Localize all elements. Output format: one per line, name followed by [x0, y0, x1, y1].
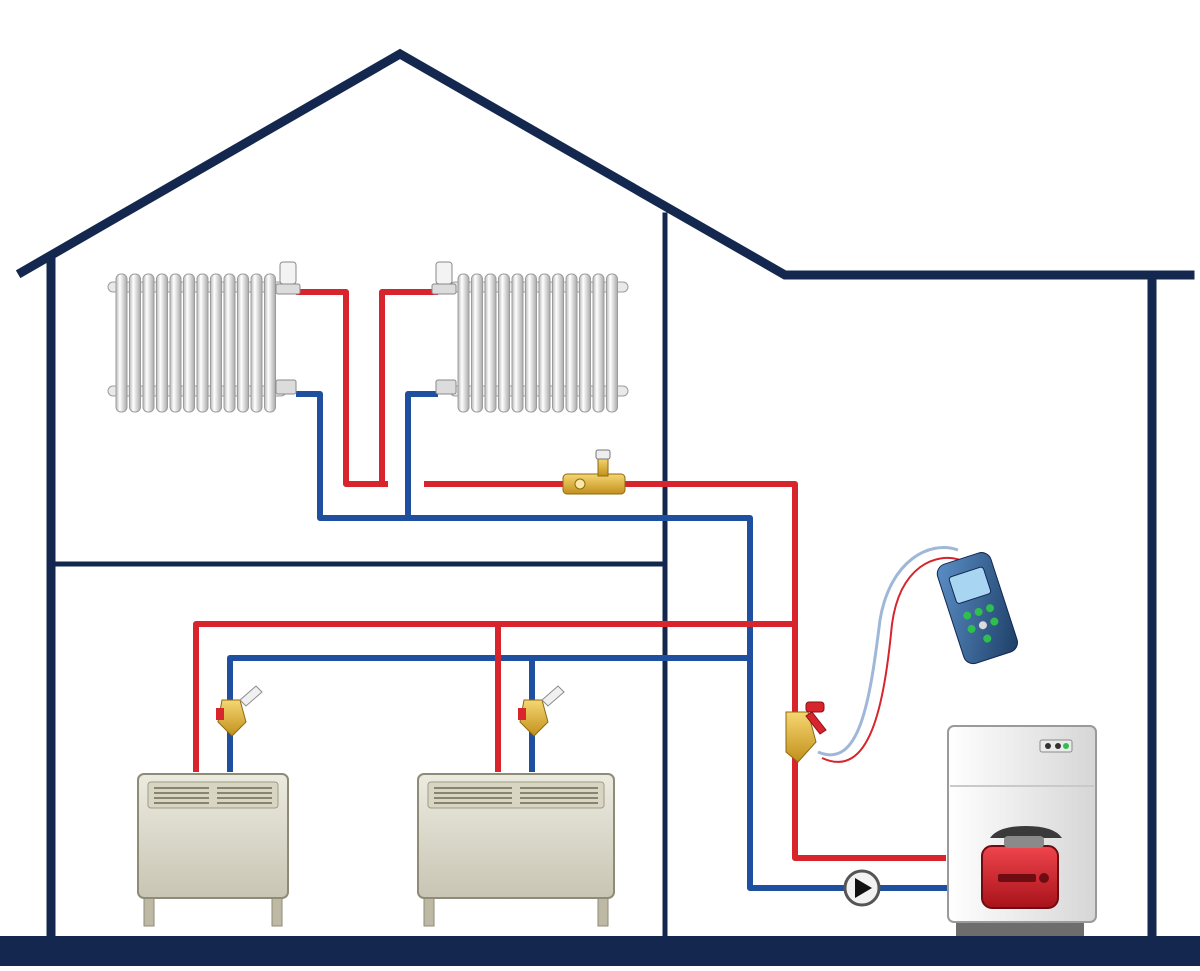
- radiator-column: [196, 273, 209, 413]
- flow-measuring-device: [936, 552, 1018, 665]
- boiler-power-icon: [1045, 743, 1051, 749]
- radiator-column: [484, 273, 497, 413]
- radiator-column: [142, 273, 155, 413]
- radiator-column: [525, 273, 537, 413]
- oil-burner: [981, 826, 1062, 909]
- radiator-column: [471, 273, 483, 413]
- radiator-column: [237, 273, 249, 413]
- radiator-column: [264, 273, 276, 413]
- radiator-column: [592, 273, 605, 413]
- radiator-column: [210, 273, 222, 413]
- thermostatic-valve-left: [275, 261, 301, 395]
- panel-convector-left: [137, 773, 289, 927]
- radiator-column: [511, 273, 524, 413]
- thermostatic-valve-right: [431, 261, 457, 395]
- radiator-column: [538, 273, 551, 413]
- lower-return-main: [227, 655, 748, 772]
- radiator-column: [498, 273, 510, 413]
- balancing-valve-upper: [562, 449, 626, 495]
- upper-return-right: [405, 391, 438, 518]
- radiator-column: [606, 273, 618, 413]
- heating-boiler: [947, 725, 1097, 936]
- convector-grille: [427, 781, 605, 809]
- column-radiator-left: [107, 273, 287, 413]
- upper-supply-right: [379, 289, 438, 484]
- convector-valve-left: [216, 685, 263, 737]
- radiator-column: [156, 273, 168, 413]
- ground-base: [0, 936, 1200, 966]
- convector-grille: [147, 781, 279, 809]
- radiator-column: [565, 273, 578, 413]
- radiator-column: [250, 273, 263, 413]
- upper-supply-left: [296, 289, 388, 487]
- lower-supply-main: [193, 621, 795, 772]
- radiator-column: [552, 273, 564, 413]
- radiator-column: [183, 273, 195, 413]
- measuring-valve: [785, 701, 827, 763]
- panel-convector-right: [417, 773, 615, 927]
- radiator-column: [579, 273, 591, 413]
- radiator-column: [129, 273, 141, 413]
- roof-line: [15, 48, 1195, 280]
- circulation-pump: [843, 869, 881, 907]
- radiator-column: [457, 273, 470, 413]
- meter-hoses: [817, 546, 961, 763]
- radiator-column: [115, 273, 128, 413]
- convector-valve-right: [518, 685, 565, 737]
- house-outline: [15, 48, 1195, 943]
- column-radiator-right: [449, 273, 629, 413]
- radiator-column: [223, 273, 236, 413]
- upper-return-left: [296, 391, 848, 891]
- radiator-column: [169, 273, 182, 413]
